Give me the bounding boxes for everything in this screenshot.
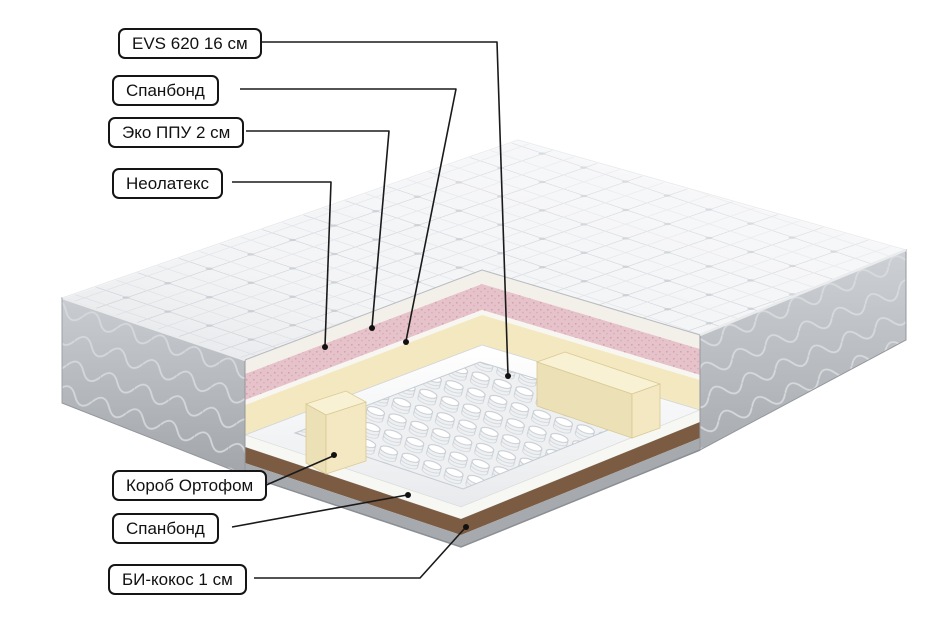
quilted-top-layer	[60, 138, 908, 361]
dot-spanbond-top	[403, 339, 409, 345]
leader-eko-ppu	[246, 130, 390, 328]
leader-spanbond-top	[240, 88, 457, 342]
label-spanbond-top: Спанбонд	[112, 75, 219, 106]
quilt-edge-highlight	[61, 138, 907, 299]
label-neolatex: Неолатекс	[112, 168, 223, 199]
left-piping	[61, 296, 246, 362]
leader-neolatex	[232, 181, 332, 347]
leader-evs	[250, 41, 509, 376]
label-spanbond-bottom: Спанбонд	[112, 513, 219, 544]
dot-bi-kokos	[463, 524, 469, 530]
foam-block-left	[304, 390, 368, 475]
right-side-panel	[699, 248, 907, 451]
dot-eko-ppu	[369, 325, 375, 331]
dot-korob	[331, 452, 337, 458]
label-eko-ppu: Эко ППУ 2 см	[108, 117, 245, 148]
label-bi-kokos: БИ-кокос 1 см	[108, 564, 247, 595]
foam-block-right	[535, 351, 662, 439]
dot-spanbond-bottom	[405, 492, 411, 498]
dot-neolatex	[322, 344, 328, 350]
leader-bi-kokos	[254, 527, 466, 579]
label-evs-620: EVS 620 16 см	[118, 28, 262, 59]
cut-edge-line	[244, 269, 701, 361]
leader-korob	[263, 455, 334, 487]
base-bottom-edge	[244, 449, 701, 548]
dot-evs	[505, 373, 511, 379]
left-side-panel	[61, 296, 246, 476]
leader-spanbond-bottom	[231, 494, 408, 528]
label-korob-ortofom: Короб Ортофом	[112, 470, 268, 501]
coconut-layer-band	[245, 422, 700, 535]
callout-dots	[322, 325, 511, 530]
leader-lines	[231, 41, 509, 579]
right-piping	[699, 248, 907, 337]
pink-foam-layer-cut	[245, 284, 700, 400]
